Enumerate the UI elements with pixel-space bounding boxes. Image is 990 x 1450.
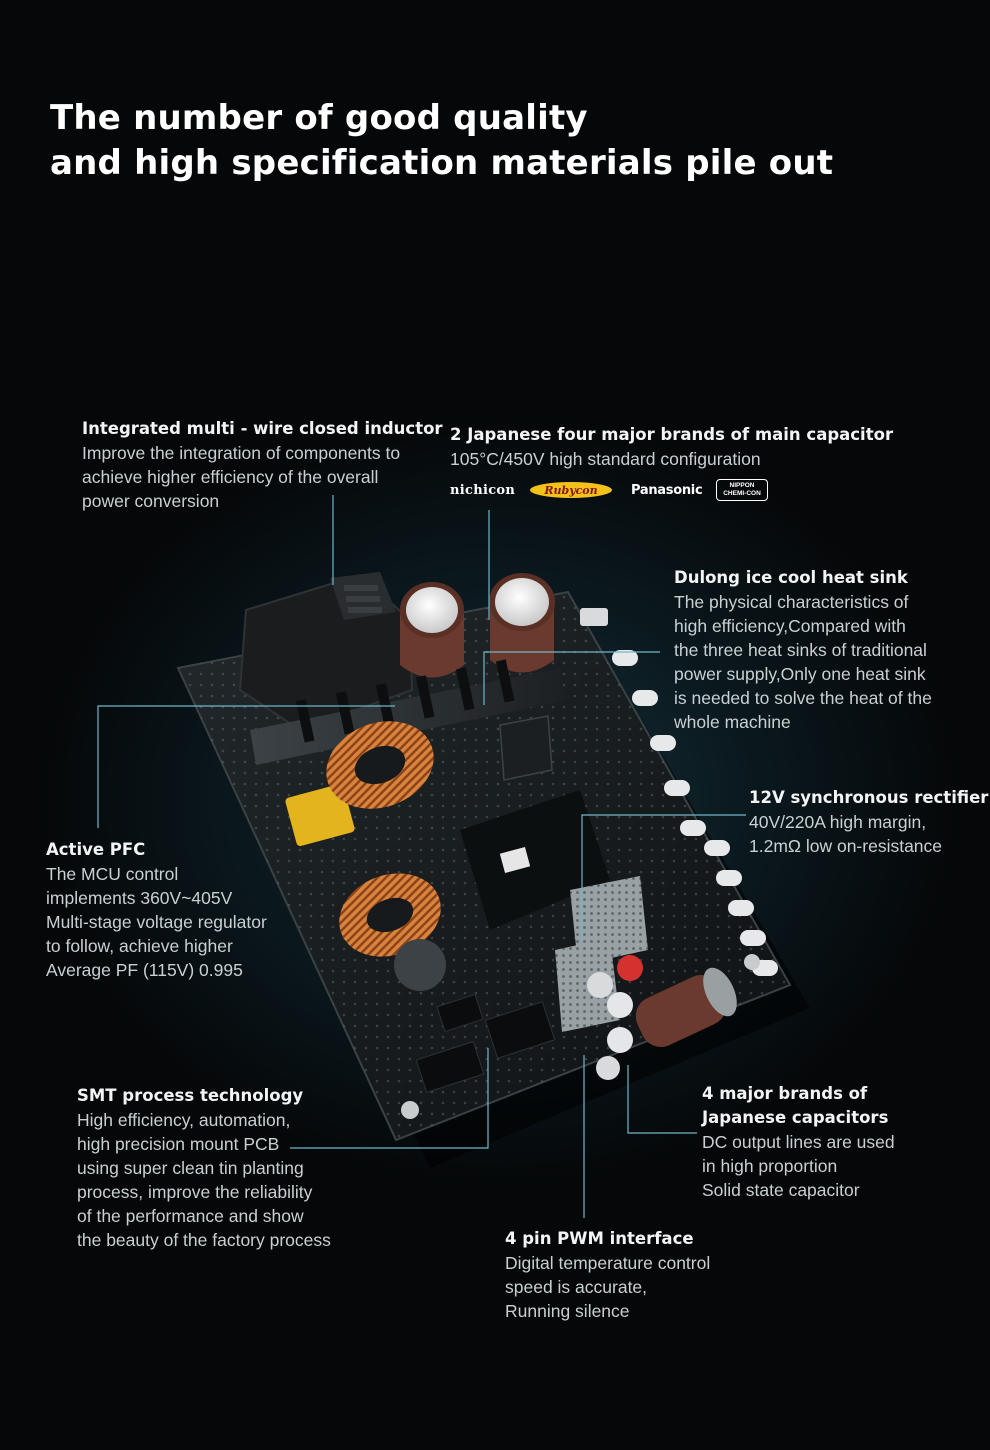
desc-line: DC output lines are used xyxy=(702,1132,895,1152)
callout-heat-sink-title: Dulong ice cool heat sink xyxy=(674,568,908,587)
callout-smt-desc: High efficiency, automation, high precis… xyxy=(77,1108,331,1252)
desc-line: High efficiency, automation, xyxy=(77,1110,291,1130)
desc-line: Solid state capacitor xyxy=(702,1180,860,1200)
callout-japanese-capacitors: 4 major brands of Japanese capacitors DC… xyxy=(702,1082,895,1202)
desc-line: process, improve the reliability xyxy=(77,1182,313,1202)
desc-line: The MCU control xyxy=(46,864,179,884)
callout-inductor-title: Integrated multi - wire closed inductor xyxy=(82,419,443,438)
nichicon-logo: nichicon xyxy=(450,482,516,498)
callout-rectifier: 12V synchronous rectifier 40V/220A high … xyxy=(749,786,988,858)
desc-line: whole machine xyxy=(674,712,791,732)
callout-japanese-capacitors-title-2: Japanese capacitors xyxy=(702,1108,889,1127)
desc-line: power supply,Only one heat sink xyxy=(674,664,926,684)
desc-line: Running silence xyxy=(505,1301,630,1321)
callout-heat-sink: Dulong ice cool heat sink The physical c… xyxy=(674,566,932,734)
side-connectors xyxy=(580,608,778,976)
desc-line: speed is accurate, xyxy=(505,1277,648,1297)
desc-line: 40V/220A high margin, xyxy=(749,812,927,832)
callout-pfc-title: Active PFC xyxy=(46,840,146,859)
rubycon-logo: Rubycon xyxy=(530,482,612,498)
desc-line: Improve the integration of components to xyxy=(82,443,401,463)
callout-pwm: 4 pin PWM interface Digital temperature … xyxy=(505,1227,710,1323)
desc-line: using super clean tin planting xyxy=(77,1158,304,1178)
callout-pfc: Active PFC The MCU control implements 36… xyxy=(46,838,267,982)
desc-line: 105°C/450V high standard configuration xyxy=(450,449,761,469)
panasonic-logo: Panasonic xyxy=(631,482,703,498)
desc-line: is needed to solve the heat of the xyxy=(674,688,932,708)
callout-inductor-desc: Improve the integration of components to… xyxy=(82,441,443,513)
headline-line-2: and high specification materials pile ou… xyxy=(50,143,834,183)
callout-pwm-desc: Digital temperature control speed is acc… xyxy=(505,1251,710,1323)
desc-line: in high proportion xyxy=(702,1156,838,1176)
desc-line: to follow, achieve higher xyxy=(46,936,233,956)
callout-smt: SMT process technology High efficiency, … xyxy=(77,1084,331,1252)
desc-line: The physical characteristics of xyxy=(674,592,909,612)
desc-line: the beauty of the factory process xyxy=(77,1230,331,1250)
capacitor-brand-logos: nichicon Rubycon Panasonic NIPPON CHEMI-… xyxy=(450,478,780,504)
line-pfc xyxy=(97,705,395,828)
solid-capacitors xyxy=(587,955,643,1080)
callout-pwm-title: 4 pin PWM interface xyxy=(505,1229,694,1248)
nippon-chemi-con-logo: NIPPON CHEMI-CON xyxy=(716,479,768,501)
desc-line: implements 360V~405V xyxy=(46,888,233,908)
callout-main-capacitor-title: 2 Japanese four major brands of main cap… xyxy=(450,425,894,444)
line-japanese-caps xyxy=(627,1065,697,1134)
desc-line: achieve higher efficiency of the overall xyxy=(82,467,379,487)
desc-line: power conversion xyxy=(82,491,220,511)
callout-rectifier-desc: 40V/220A high margin, 1.2mΩ low on-resis… xyxy=(749,810,988,858)
callout-japanese-capacitors-title-1: 4 major brands of xyxy=(702,1084,868,1103)
nippon-logo-line-2: CHEMI-CON xyxy=(723,490,761,497)
headline-line-1: The number of good quality xyxy=(50,98,588,138)
callout-smt-title: SMT process technology xyxy=(77,1086,304,1105)
line-heat-sink xyxy=(483,651,660,705)
desc-line: high precision mount PCB xyxy=(77,1134,280,1154)
desc-line: the three heat sinks of traditional xyxy=(674,640,927,660)
main-capacitors xyxy=(400,573,555,678)
pfc-coils xyxy=(285,721,446,991)
desc-line: of the performance and show xyxy=(77,1206,304,1226)
desc-line: Average PF (115V) 0.995 xyxy=(46,960,243,980)
smt-area xyxy=(415,993,556,1094)
line-rectifier xyxy=(581,814,746,940)
desc-line: 1.2mΩ low on-resistance xyxy=(749,836,943,856)
headline: The number of good quality and high spec… xyxy=(50,96,930,186)
closed-inductor xyxy=(238,572,414,732)
callout-rectifier-title: 12V synchronous rectifier xyxy=(749,788,989,807)
callout-main-capacitor-desc: 105°C/450V high standard configuration xyxy=(450,447,893,471)
callout-pfc-desc: The MCU control implements 360V~405V Mul… xyxy=(46,862,267,982)
desc-line: high efficiency,Compared with xyxy=(674,616,906,636)
desc-line: Multi-stage voltage regulator xyxy=(46,912,267,932)
callout-heat-sink-desc: The physical characteristics of high eff… xyxy=(674,590,932,734)
nippon-logo-line-1: NIPPON xyxy=(729,482,755,489)
desc-line: Digital temperature control xyxy=(505,1253,711,1273)
callout-main-capacitor: 2 Japanese four major brands of main cap… xyxy=(450,423,893,471)
line-smt xyxy=(290,1048,489,1149)
dc-output-capacitor xyxy=(635,967,737,1048)
heat-sink xyxy=(250,659,566,781)
callout-japanese-capacitors-desc: DC output lines are used in high proport… xyxy=(702,1130,895,1202)
callout-inductor: Integrated multi - wire closed inductor … xyxy=(82,417,443,513)
